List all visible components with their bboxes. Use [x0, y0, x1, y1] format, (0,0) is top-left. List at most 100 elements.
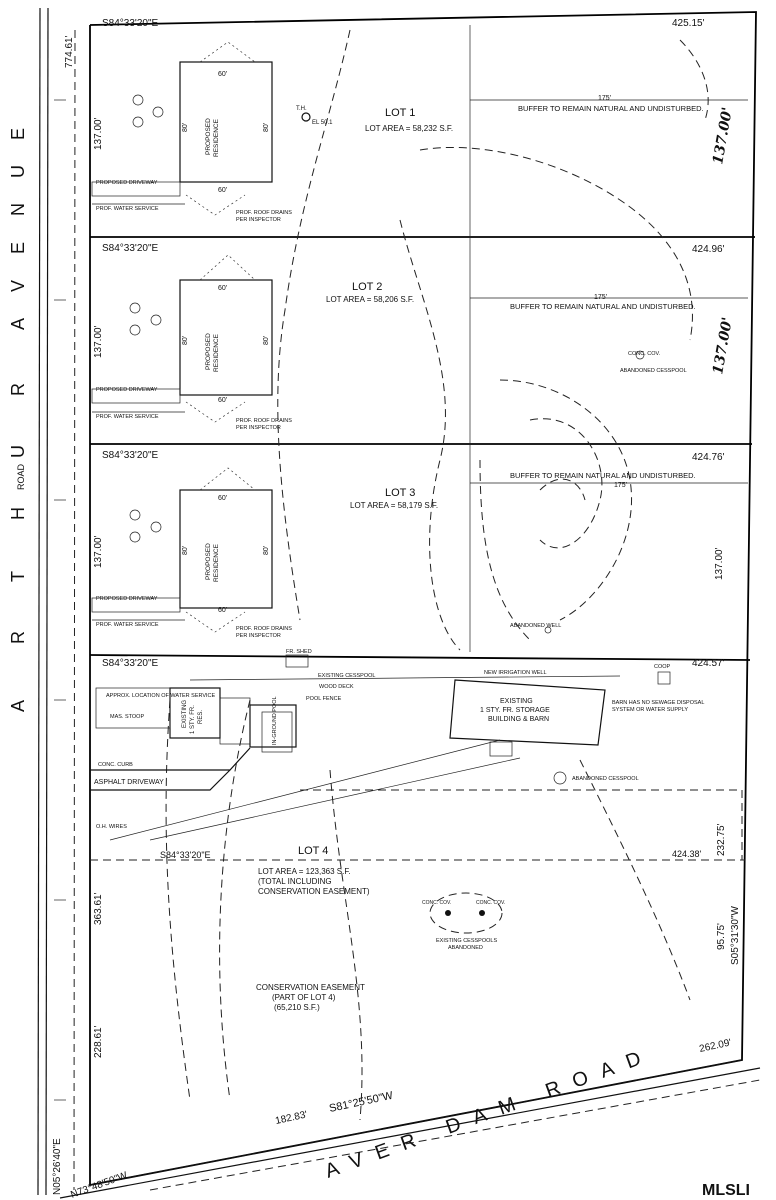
- driveway-lot3: [91, 597, 181, 613]
- svg-text:60': 60': [218, 71, 227, 78]
- dist-east-137-lot3: 137.00': [714, 547, 725, 580]
- contour-8: [679, 39, 709, 121]
- lot3-area: LOT AREA = 58,179 S.F.: [350, 501, 438, 510]
- lot2-name: LOT 2: [352, 281, 382, 293]
- svg-text:80': 80': [182, 546, 189, 555]
- conc-cov-label-2: CONC. COV.: [476, 900, 505, 906]
- abandoned-cesspool-lot2: [635, 350, 645, 360]
- storage-building: [449, 679, 606, 746]
- residence-lot2: [179, 279, 273, 396]
- residence-lot3-labels: PROPOSED RESIDENCE 60' 60' 80' 80' PROPO…: [96, 495, 292, 639]
- dist-east-137-hand-1: 137.00': [710, 106, 736, 166]
- dist-east-95: 95.75': [716, 923, 727, 950]
- bearing-west: N05°26'40"E: [52, 1138, 63, 1195]
- bearing-lot2: S84°33'20"E: [102, 243, 158, 254]
- contour-10: [329, 769, 363, 1121]
- svg-text:R: R: [8, 631, 28, 644]
- arthur-avenue-label: A R T H U R A V E N U E ROAD: [8, 128, 28, 712]
- contour-7: [479, 459, 531, 641]
- svg-text:V: V: [8, 280, 28, 292]
- fr-shed: [285, 654, 309, 668]
- storage-label-1: EXISTING: [500, 698, 533, 705]
- svg-text:PER INSPECTOR: PER INSPECTOR: [236, 217, 281, 223]
- residence-lot2-labels: PROPOSED RESIDENCE 60' 60' 80' 80' PROPO…: [96, 285, 292, 431]
- svg-text:A: A: [8, 318, 28, 330]
- driveway-lot1: [91, 181, 181, 197]
- svg-text:T: T: [8, 571, 28, 582]
- svg-text:RESIDENCE: RESIDENCE: [213, 118, 220, 157]
- svg-text:60': 60': [218, 187, 227, 194]
- asphalt-label: ASPHALT DRIVEWAY: [94, 779, 164, 786]
- existing-res-1: EXISTING: [182, 700, 188, 728]
- svg-text:80': 80': [263, 123, 270, 132]
- abandoned-well: [544, 626, 552, 634]
- svg-text:80': 80': [263, 546, 270, 555]
- septic-lot3: [129, 509, 162, 543]
- pool-enclosure: [249, 704, 297, 748]
- lot2-buffer-dim: 175': [594, 294, 607, 301]
- water-service-label: APPROX. LOCATION OF WATER SERVICE: [106, 693, 216, 699]
- svg-text:60': 60': [218, 397, 227, 404]
- bearing-lot3: S84°33'20"E: [102, 450, 158, 461]
- lot3-name: LOT 3: [385, 487, 415, 499]
- abandoned-cesspool-lot4: [553, 771, 567, 785]
- contour-2: [399, 219, 461, 651]
- road-edge-west: [37, 7, 41, 1196]
- contour-1: [277, 29, 351, 621]
- dist-east-137-hand-2: 137.00': [710, 316, 736, 376]
- svg-text:PROPOSED: PROPOSED: [205, 118, 212, 155]
- conc-cov-label: CONC. COV.: [422, 900, 451, 906]
- svg-text:PROPOSED DRIVEWAY: PROPOSED DRIVEWAY: [96, 596, 158, 602]
- dist-lot1-north: 425.15': [672, 18, 705, 29]
- dist-lot1-frontage: 137.00': [93, 117, 104, 150]
- residence-lot3: [179, 489, 273, 609]
- dist-south-262: 262.09': [698, 1037, 732, 1055]
- driveway-lot2: [91, 388, 181, 404]
- test-hole-el: EL 50.1: [312, 120, 333, 126]
- svg-text:H: H: [8, 507, 28, 520]
- dist-lot2-north: 424.96': [692, 244, 725, 255]
- easement-label-3: (65,210 S.F.): [274, 1003, 320, 1012]
- svg-text:N: N: [8, 203, 28, 216]
- dist-east-232: 232.75': [716, 823, 727, 856]
- test-hole-marker: [301, 112, 311, 122]
- contour-11: [579, 759, 691, 1001]
- road-edge-west-2: [45, 7, 49, 1196]
- dist-west-363: 363.61': [93, 892, 104, 925]
- svg-text:U: U: [8, 165, 28, 178]
- svg-text:PER INSPECTOR: PER INSPECTOR: [236, 425, 281, 431]
- dist-lot4-north: 424.57': [692, 658, 725, 669]
- dist-west-774: 774.61': [64, 35, 75, 68]
- lot4-name: LOT 4: [298, 845, 328, 857]
- svg-text:PER INSPECTOR: PER INSPECTOR: [236, 633, 281, 639]
- svg-text:PROF. WATER SERVICE: PROF. WATER SERVICE: [96, 206, 159, 212]
- svg-text:RESIDENCE: RESIDENCE: [213, 543, 220, 582]
- lot4-area-2: (TOTAL INCLUDING: [258, 877, 332, 886]
- bearing-south-left: N73°48'50"W: [69, 1170, 129, 1200]
- lot4-area-3: CONSERVATION EASEMENT): [258, 887, 370, 896]
- barn-note-2: SYSTEM OR WATER SUPPLY: [612, 707, 688, 713]
- dist-lot3-north: 424.76': [692, 452, 725, 463]
- mlsli-watermark: MLSLI: [702, 1182, 750, 1199]
- irrigation-well-label: NEW IRRIGATION WELL: [484, 670, 547, 676]
- road-centerline: [73, 29, 76, 1191]
- conc-cov-lot2-label: CONC. COV.: [628, 351, 661, 357]
- svg-text:R: R: [8, 383, 28, 396]
- bearing-lot4: S84°33'20"E: [102, 658, 158, 669]
- svg-text:80': 80': [263, 336, 270, 345]
- svg-text:ROAD: ROAD: [16, 463, 26, 490]
- beaver-dam-road-label: AVER DAM ROAD: [322, 1043, 657, 1183]
- lot4-area-1: LOT AREA = 123,363 S.F.: [258, 867, 351, 876]
- residence-lot1-labels: PROPOSED RESIDENCE 60' 60' 80' 80' PROPO…: [96, 71, 292, 223]
- pool-label: IN-GROUND POOL: [272, 696, 278, 745]
- left-edge-marks: [54, 99, 66, 1101]
- svg-text:A: A: [8, 700, 28, 712]
- svg-text:80': 80': [182, 336, 189, 345]
- pool-fence-label: POOL FENCE: [306, 696, 342, 702]
- coop: [657, 671, 671, 685]
- easement-label-1: CONSERVATION EASEMENT: [256, 983, 365, 992]
- conc-loading: [489, 741, 513, 757]
- svg-text:PROPOSED: PROPOSED: [205, 543, 212, 580]
- storage-label-3: BUILDING & BARN: [488, 716, 549, 723]
- svg-text:E: E: [8, 242, 28, 254]
